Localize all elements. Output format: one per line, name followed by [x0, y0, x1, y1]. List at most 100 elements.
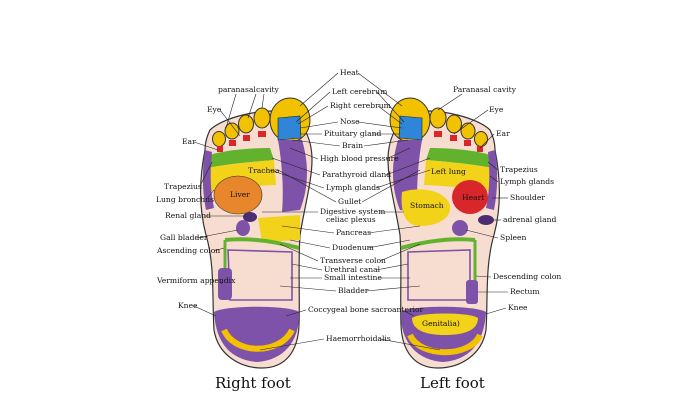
- label-lymph-glands-left: Lymph glands: [500, 177, 554, 186]
- left-foot-big-toe-blue: [398, 115, 423, 141]
- leader-line: [205, 189, 215, 201]
- label-paranasal-cavity: Paranasal cavity: [453, 85, 517, 94]
- left-foot-eye-point: [450, 135, 457, 141]
- label-ascending-colon: Ascending colon: [156, 246, 220, 255]
- left-foot-shoulder-zone: [486, 150, 498, 210]
- label-ear-left: Ear: [496, 129, 510, 138]
- right-foot-transverse-colon: [224, 237, 300, 250]
- right-foot-toe-4: [224, 122, 240, 140]
- leader-line: [363, 139, 409, 147]
- right-foot-gall-bladder: [236, 220, 250, 236]
- leader-line: [385, 157, 431, 176]
- label-pancreas: Pancreas: [336, 228, 371, 237]
- label-stomach: Stomach: [410, 201, 444, 210]
- label-eye-left: Eye: [489, 105, 504, 114]
- right-foot-ear-point: [217, 146, 223, 152]
- label-small-intestine: Small intestine: [324, 273, 382, 282]
- label-heart: Heart: [462, 193, 484, 202]
- right-foot-big-toe-blue: [277, 115, 302, 141]
- right-foot-trapezius-zone: [208, 148, 274, 168]
- right-foot-small-intestine: [227, 249, 293, 301]
- leader-line: [289, 147, 319, 160]
- right-foot-eye-point: [243, 135, 250, 141]
- leader-line: [269, 169, 325, 189]
- left-foot-haemorrhoidalis: [407, 333, 483, 356]
- leader-line: [279, 243, 319, 262]
- right-foot-toe-3: [238, 114, 254, 134]
- caption-right-foot: Right foot: [215, 374, 291, 392]
- label-high-blood-pressure: High blood pressure: [320, 154, 399, 163]
- left-foot-ear-point: [477, 146, 483, 152]
- leader-line: [377, 105, 403, 125]
- right-foot-toe-2: [253, 107, 271, 129]
- leader-line: [285, 309, 307, 317]
- leader-line: [479, 133, 495, 149]
- leader-line: [385, 147, 411, 160]
- leader-line: [291, 139, 341, 147]
- label-nose: Nose: [340, 117, 360, 126]
- label-descending-colon: Descending colon: [493, 272, 561, 281]
- right-foot-heel: [214, 306, 300, 362]
- label-celiac-plexus: celiac plexus: [326, 215, 376, 224]
- left-foot-ear-point: [464, 140, 471, 146]
- leader-line: [259, 338, 325, 351]
- leader-line: [289, 239, 331, 249]
- leader-line: [379, 338, 441, 351]
- leader-line: [277, 169, 337, 203]
- label-heat: Heat: [340, 68, 359, 77]
- leader-line: [279, 285, 337, 292]
- right-foot-ear-point: [229, 140, 236, 146]
- label-lung-bronchus: Lung bronchus: [156, 195, 214, 204]
- left-foot-toe-2: [429, 107, 447, 129]
- left-foot-toe-3: [446, 114, 462, 134]
- leader-line: [261, 93, 265, 109]
- label-brain: Brain: [342, 141, 363, 150]
- label-spleen: Spleen: [500, 233, 526, 242]
- leader-line: [437, 93, 463, 111]
- label-knee-right: Knee: [178, 301, 198, 310]
- label-duodenum: Duodenum: [332, 243, 374, 252]
- label-haemorrhoidalis: Haemorrhoidalis: [326, 334, 391, 343]
- left-foot-trapezius-zone: [426, 148, 492, 168]
- label-trapezius: Trapezius: [164, 182, 202, 191]
- leader-lines: [193, 72, 508, 351]
- right-foot-shoulder-zone: [202, 150, 214, 210]
- leader-line: [376, 91, 405, 123]
- label-eye: Eye: [207, 105, 222, 114]
- right-foot-renal-gland: [243, 212, 257, 222]
- label-lymph-glands: Lymph glands: [326, 183, 380, 192]
- leader-line: [375, 169, 431, 189]
- leader-line: [361, 169, 421, 203]
- left-foot-spleen: [452, 220, 468, 236]
- label-left-lung: Left lung: [431, 167, 466, 176]
- leader-line: [225, 93, 237, 129]
- center-labels: Heat Left cerebrum Right cerebrum Nose P…: [308, 68, 424, 343]
- leader-line: [213, 247, 225, 252]
- label-trapezius-left: Trapezius: [500, 165, 538, 174]
- label-parathyroid: Parathyroid dland: [322, 170, 391, 179]
- label-transverse-colon: Transverse colon: [320, 256, 386, 265]
- label-gall-bladder: Gall bladder: [160, 233, 208, 242]
- label-left-cerebrum: Left cerebrum: [332, 87, 387, 96]
- label-coccygeal: Coccygeal bone sacroanterior: [308, 305, 424, 314]
- leader-line: [489, 175, 499, 183]
- leader-line: [195, 229, 239, 239]
- leader-line: [291, 263, 323, 271]
- leader-line: [453, 109, 489, 135]
- leader-line: [193, 141, 219, 151]
- left-foot-eye-point: [434, 131, 442, 137]
- left-foot-labels: Paranasal cavity Eye Ear Trapezius Lymph…: [410, 85, 561, 328]
- label-renal-gland: Renal gland: [165, 211, 211, 220]
- right-foot-haemorrhoidalis: [221, 328, 295, 352]
- right-foot-eye-point: [258, 131, 266, 137]
- label-paranasal: paranasal: [218, 85, 256, 94]
- label-urethral-canal: Urethral canal: [324, 265, 381, 274]
- leader-line: [271, 157, 321, 176]
- right-foot-labels: paranasal cavity Eye Ear Trachea Trapezi…: [156, 85, 280, 310]
- leader-line: [219, 280, 223, 285]
- leader-line: [465, 229, 499, 239]
- leader-line: [357, 72, 403, 107]
- label-knee-left: Knee: [508, 303, 528, 312]
- left-foot-genitalia: [412, 313, 478, 335]
- leader-line: [299, 72, 339, 107]
